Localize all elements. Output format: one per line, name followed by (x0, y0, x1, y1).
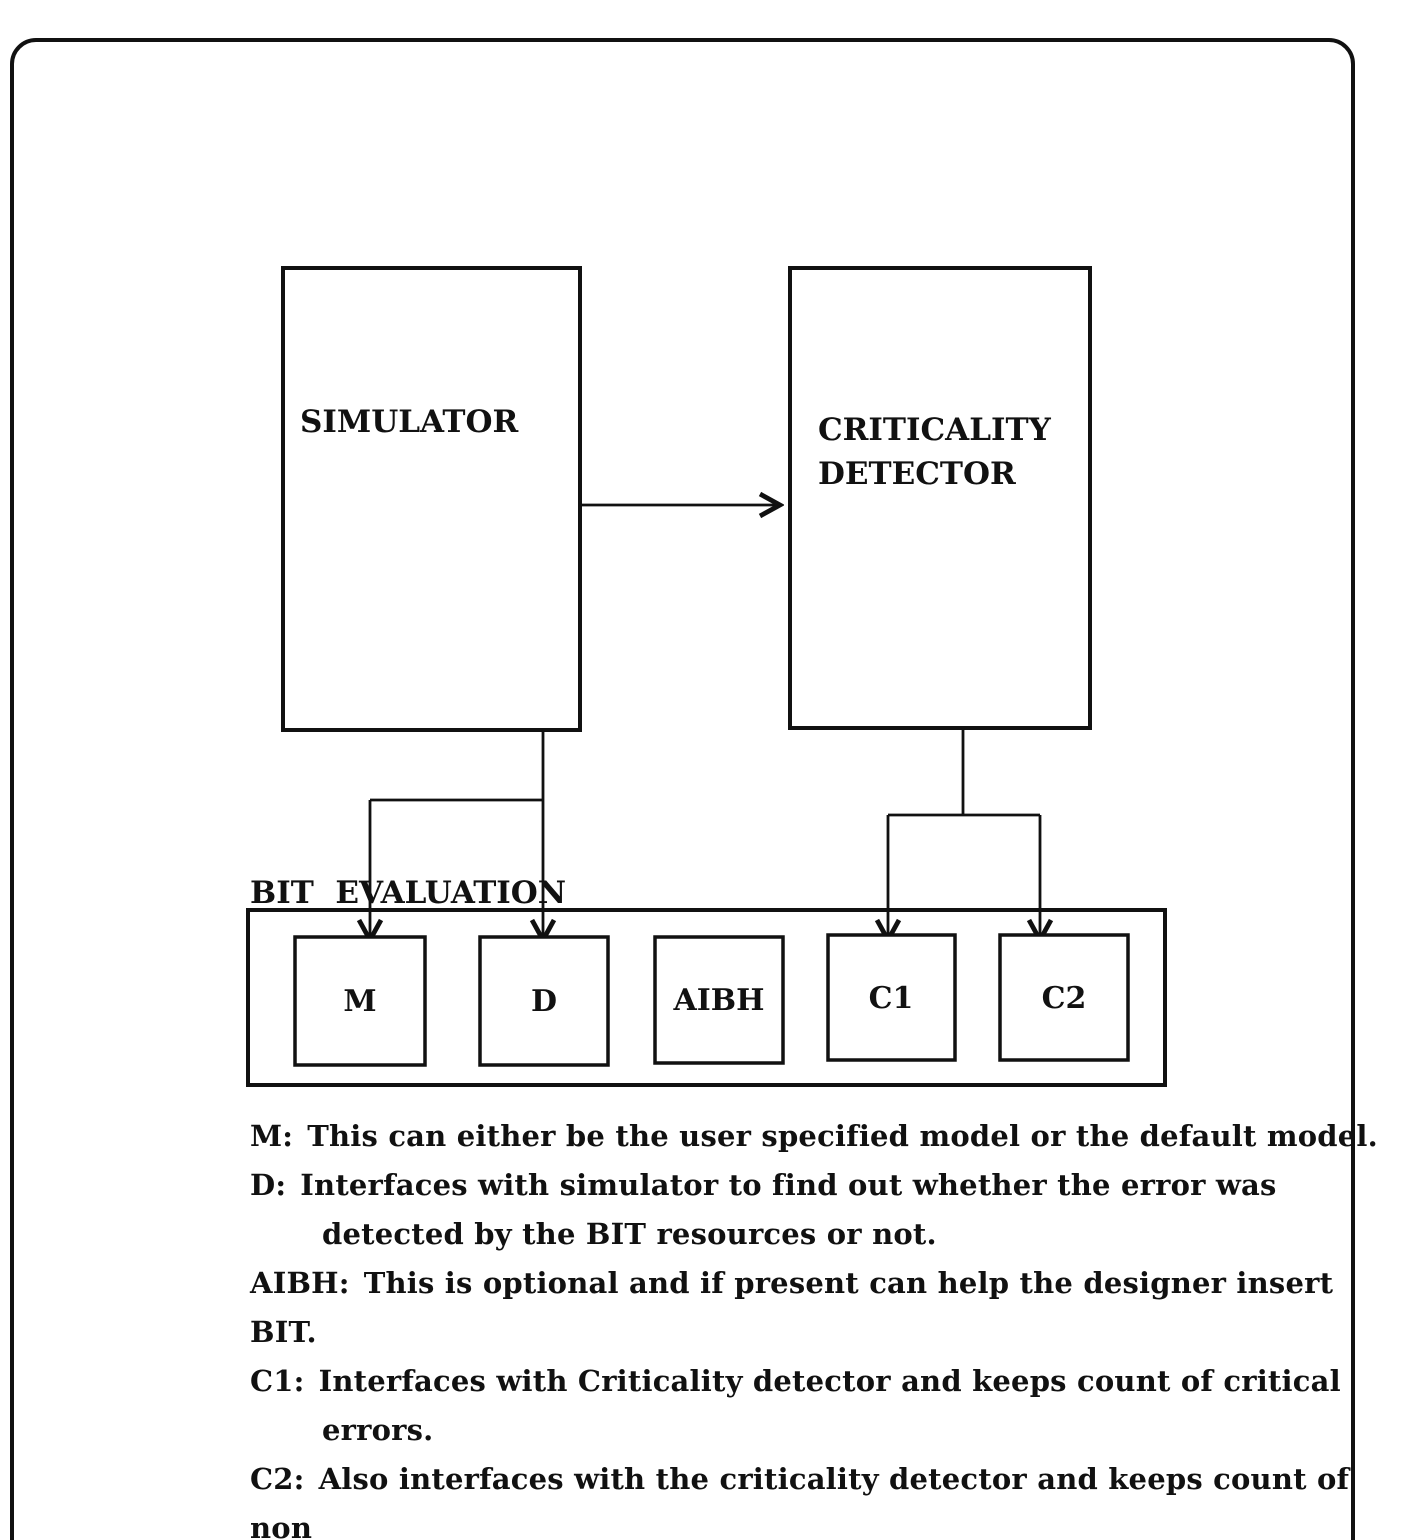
legend-text-c1-line1: Interfaces with Criticality detector and… (318, 1364, 1341, 1398)
legend-item-c1: C1: Interfaces with Criticality detector … (250, 1357, 1380, 1455)
module-c1-box (826, 933, 957, 1062)
criticality-detector-label-line2: DETECTOR (818, 456, 1016, 492)
legend-label-d: D: (250, 1168, 287, 1202)
legend-label-c2: C2: (250, 1462, 305, 1496)
legend-item-c2: C2:Also interfaces with the criticality … (250, 1455, 1380, 1540)
legend-label-c1: C1: (250, 1364, 305, 1398)
bit-evaluation-label: BIT EVALUATION (250, 875, 566, 911)
module-d-box (478, 935, 610, 1067)
legend-label-aibh: AIBH: (250, 1266, 350, 1300)
module-aibh-label: AIBH (672, 983, 764, 1018)
legend-text-d-line1: Interfaces with simulator to find out wh… (300, 1168, 1277, 1202)
simulator-box (281, 266, 582, 732)
legend-label-m: M: (250, 1119, 294, 1153)
legend-item-m: M: This can either be the user specified … (250, 1112, 1380, 1161)
legend-text-d-line2: detected by the BIT resources or not. (322, 1217, 937, 1251)
module-c2-box (998, 933, 1130, 1062)
module-m-label: M (343, 984, 376, 1019)
module-aibh-box (653, 935, 785, 1065)
module-c2-label: C2 (1042, 981, 1087, 1016)
simulator-label: SIMULATOR (300, 404, 518, 440)
bit-evaluation-box (246, 908, 1167, 1087)
criticality-detector-box (788, 266, 1092, 730)
criticality-detector-label-line1: CRITICALITY (818, 412, 1052, 448)
legend-text-c2-line1: Also interfaces with the criticality det… (250, 1462, 1350, 1540)
legend-item-aibh: AIBH:This is optional and if present can… (250, 1259, 1380, 1357)
legend-text-aibh: This is optional and if present can help… (250, 1266, 1334, 1349)
block-diagram: SIMULATOR CRITICALITY DETECTOR BIT EVALU… (246, 266, 1167, 1087)
legend-text-c1-line2: errors. (322, 1413, 434, 1447)
legend: M: This can either be the user specified … (250, 1112, 1380, 1540)
legend-text-m: This can either be the user specified mo… (307, 1119, 1378, 1153)
module-m-box (293, 935, 427, 1067)
module-d-label: D (531, 984, 557, 1019)
legend-item-d: D: Interfaces with simulator to find out … (250, 1161, 1380, 1259)
module-c1-label: C1 (869, 981, 914, 1016)
outer-frame (10, 38, 1355, 1540)
